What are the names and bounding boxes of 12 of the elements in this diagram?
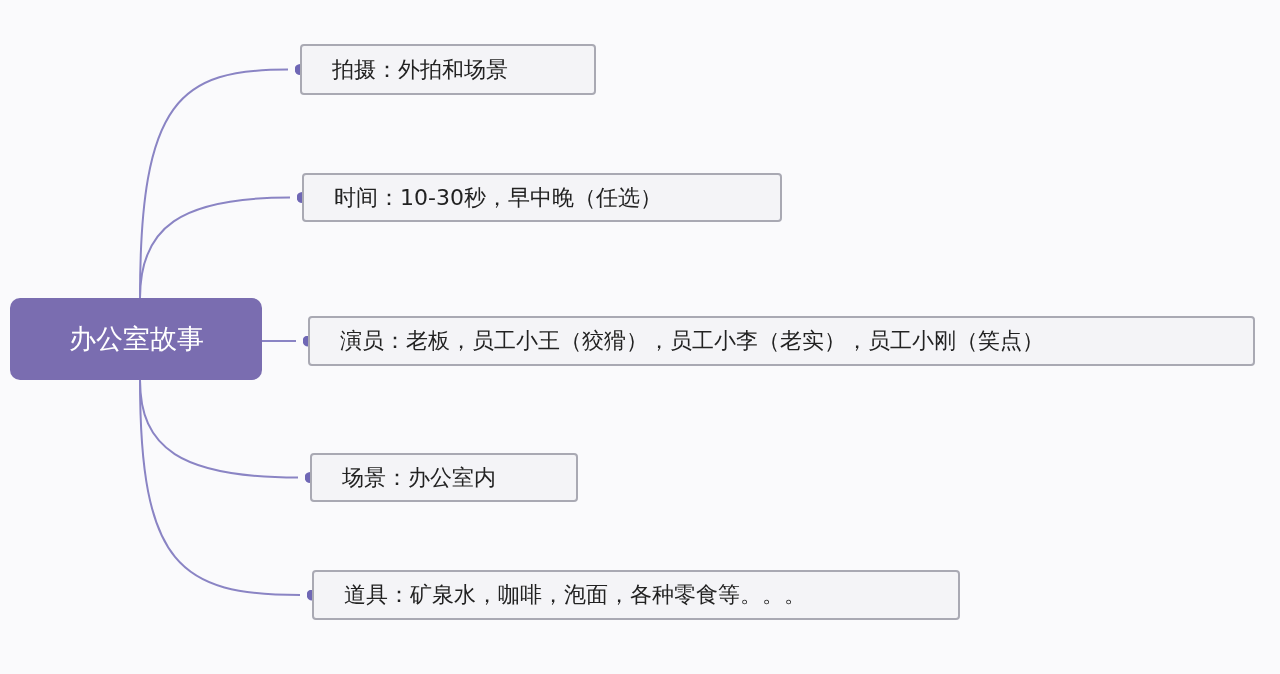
- topic-label: 时间：10-30秒，早中晚（任选）: [334, 183, 662, 212]
- topic-box: [300, 44, 596, 95]
- topic-box: [308, 316, 1255, 366]
- topic-label: 道具：矿泉水，咖啡，泡面，各种零食等。。。: [344, 581, 806, 609]
- topic-box: [310, 453, 578, 502]
- topic-box: [302, 173, 782, 222]
- central-topic-label: 办公室故事: [68, 322, 204, 356]
- topic-label: 拍摄：外拍和场景: [332, 55, 508, 84]
- topic-label: 场景：办公室内: [342, 463, 496, 492]
- central-topic: [10, 298, 262, 380]
- topic-label: 演员：老板，员工小王（狡猾），员工小李（老实），员工小刚（笑点）: [340, 327, 1044, 355]
- topic-box: [312, 570, 960, 620]
